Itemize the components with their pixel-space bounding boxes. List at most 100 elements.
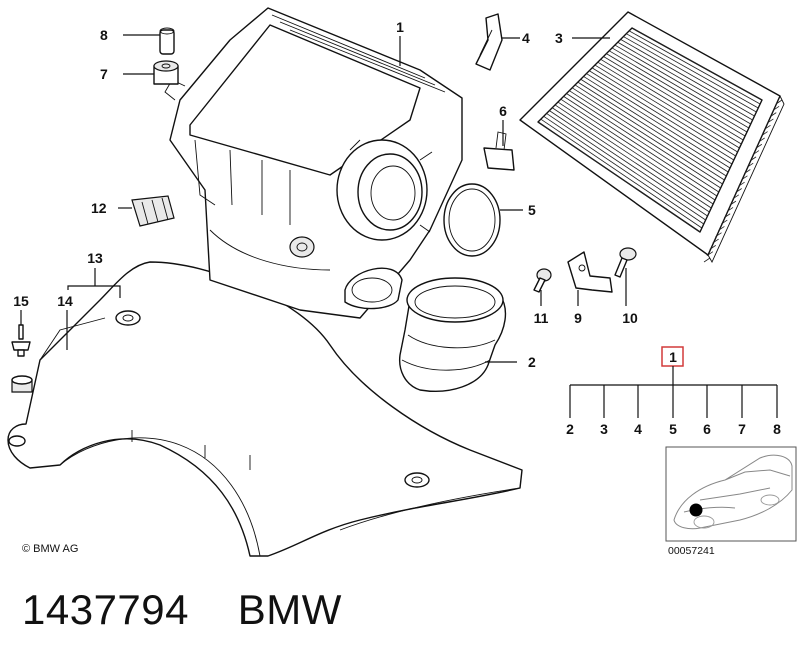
legend-child-7: 7 <box>738 421 746 437</box>
filter-pleat-edge <box>752 150 760 155</box>
part-8-mount <box>159 27 175 55</box>
image-number: 00057241 <box>668 545 715 557</box>
filter-pleat <box>591 67 736 157</box>
filter-pleat-edge <box>770 112 777 117</box>
filter-pleat-edge <box>723 213 731 219</box>
part-13-cover <box>7 261 523 557</box>
car-outline-icon <box>673 454 793 530</box>
part-7-mount <box>153 60 179 85</box>
filter-pleat <box>580 78 729 173</box>
filter-pleat-edge <box>761 131 768 136</box>
filter-pleat <box>574 84 725 181</box>
filter-pleat-edge <box>712 238 719 244</box>
filter-pleat <box>620 39 755 117</box>
filter-pleat <box>552 107 710 213</box>
copyright: © BMW AG <box>22 543 78 555</box>
callout-6: 6 <box>499 103 507 119</box>
callout-3: 3 <box>555 30 563 46</box>
leader-lines <box>20 34 627 363</box>
callout-7: 7 <box>100 66 108 82</box>
filter-pleat-edge <box>772 105 780 111</box>
filter-pleat-edge <box>732 194 740 200</box>
filter-pleat <box>606 53 746 137</box>
filter-pleat <box>543 115 704 225</box>
car-location-thumbnail: 00057241 <box>665 446 797 557</box>
location-marker-icon <box>689 503 703 517</box>
callout-numbers: 1 2 3 4 5 6 7 8 9 10 11 12 13 14 15 <box>13 19 638 370</box>
legend-child-5: 5 <box>669 421 677 437</box>
filter-pleat <box>594 64 738 153</box>
part-9-bracket <box>567 251 613 293</box>
filter-pleat-edge <box>767 118 774 124</box>
filter-pleat-edge <box>741 175 748 181</box>
filter-pleat <box>609 50 748 133</box>
legend-child-4: 4 <box>634 421 642 437</box>
filter-pleat <box>586 73 733 165</box>
filter-pleat-edge <box>729 200 737 206</box>
filter-pleat <box>566 93 720 193</box>
part-12-bumper <box>131 195 175 227</box>
filter-pleat-edge <box>755 143 763 149</box>
filter-pleat <box>571 87 723 185</box>
filter-pleat <box>600 58 742 145</box>
filter-pleat <box>597 61 740 149</box>
filter-pleat-edge <box>706 251 714 257</box>
filter-pleat-edge <box>744 169 751 174</box>
brand-name: BMW <box>237 586 342 633</box>
filter-pleat-edge <box>718 226 725 231</box>
filter-pleat-edge <box>764 124 771 130</box>
callout-9: 9 <box>574 310 582 326</box>
filter-pleat <box>540 118 703 229</box>
part-number: 1437794 <box>22 586 190 633</box>
filter-pleat <box>537 121 701 233</box>
filter-pleat-edge <box>703 257 711 263</box>
legend-tree: 1 2 3 4 5 6 7 8 <box>566 346 781 437</box>
part-11-bolt <box>533 268 552 293</box>
filter-pleat <box>614 44 751 125</box>
legend-child-3: 3 <box>600 421 608 437</box>
filter-pleat <box>617 41 753 121</box>
callout-8: 8 <box>100 27 108 43</box>
filter-pleat <box>628 30 761 105</box>
part-3-filter <box>519 11 785 263</box>
filter-pleats <box>537 27 783 263</box>
callout-12: 12 <box>91 200 107 216</box>
filter-pleat <box>603 56 744 141</box>
filter-pleat-edge <box>721 219 728 225</box>
filter-pleat-edge <box>709 245 716 250</box>
filter-pleat <box>557 101 714 205</box>
filter-pleat <box>554 104 712 209</box>
filter-pleat-edge <box>746 162 754 168</box>
part-6-clip <box>483 131 515 171</box>
filter-pleat-edge <box>726 207 734 212</box>
callout-14: 14 <box>57 293 73 309</box>
filter-pleat-edge <box>775 99 783 105</box>
legend-child-6: 6 <box>703 421 711 437</box>
callout-10: 10 <box>622 310 638 326</box>
callout-15: 15 <box>13 293 29 309</box>
legend-child-2: 2 <box>566 421 574 437</box>
part-14-grommet <box>11 375 33 393</box>
part-1-housing <box>164 7 463 319</box>
filter-pleat <box>623 36 757 113</box>
callout-5: 5 <box>528 202 536 218</box>
filter-pleat <box>611 47 750 129</box>
filter-pleat <box>589 70 735 161</box>
filter-pleat <box>577 81 727 177</box>
filter-pleat <box>626 33 759 109</box>
filter-pleat-edge <box>738 181 745 187</box>
part-5-seal <box>443 183 501 257</box>
part-4-clip <box>475 13 503 71</box>
part-15-screw <box>11 324 31 357</box>
filter-pleat <box>560 98 716 201</box>
part-caption: 1437794 BMW <box>22 586 342 634</box>
filter-pleat <box>563 96 718 197</box>
callout-2: 2 <box>528 354 536 370</box>
filter-pleat <box>546 113 706 221</box>
part-10-bolt <box>614 247 637 278</box>
filter-pleat <box>631 27 763 101</box>
filter-pleat <box>549 110 708 217</box>
filter-pleat-edge <box>735 188 742 193</box>
filter-pleat <box>569 90 721 189</box>
